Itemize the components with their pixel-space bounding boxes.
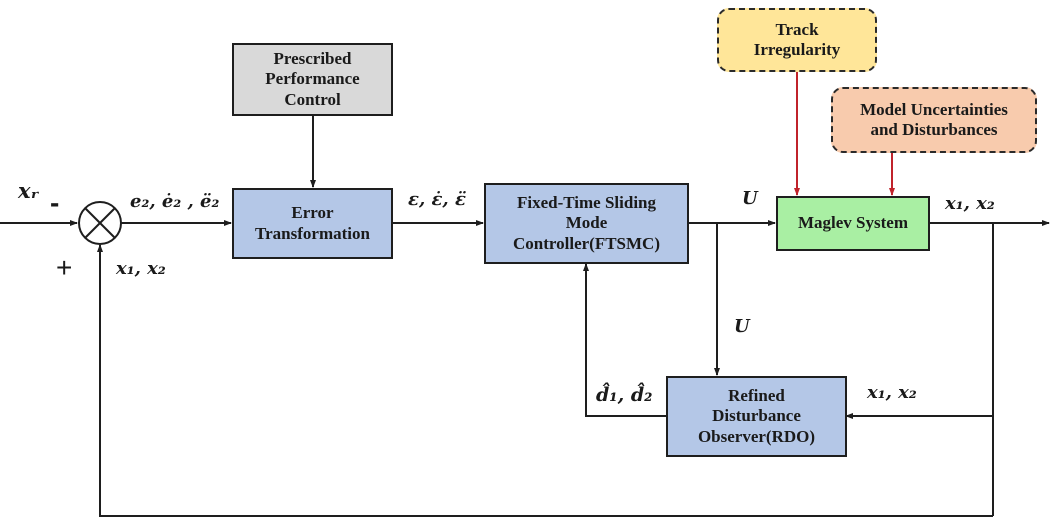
feedback-sum-label: x₁, x₂ [116, 258, 166, 279]
disturbance-estimate-label: d̂₁, d̂₂ [596, 384, 653, 406]
error-transformation-label: Error Transformation [255, 203, 370, 243]
error-transformation-block: Error Transformation [232, 188, 393, 259]
control-signal-label: U [742, 188, 758, 209]
ppc-label: Prescribed Performance Control [265, 49, 360, 109]
reference-signal-label: xᵣ [18, 178, 40, 203]
epsilon-signal-label: ε, ε̇, ε̈ [408, 189, 466, 210]
maglev-system-label: Maglev System [797, 213, 908, 233]
track-irregularity-block: Track Irregularity [717, 8, 877, 72]
track-irregularity-label: Track Irregularity [753, 19, 841, 59]
rdo-block: Refined Disturbance Observer(RDO) [666, 376, 847, 457]
ftsmc-label: Fixed-Time Sliding Mode Controller(FTSMC… [513, 193, 660, 253]
ftsmc-block: Fixed-Time Sliding Mode Controller(FTSMC… [484, 183, 689, 264]
maglev-system-block: Maglev System [776, 196, 930, 251]
disturbance-estimate-line [583, 263, 666, 417]
rdo-label: Refined Disturbance Observer(RDO) [697, 386, 816, 446]
plus-sign: + [56, 252, 73, 283]
minus-sign: - [50, 187, 60, 218]
error-signal-label: e₂, ė₂ , ë₂ [130, 191, 220, 212]
control-branch-label: U [734, 316, 750, 337]
model-uncertainties-block: Model Uncertainties and Disturbances [831, 87, 1037, 153]
output-signal-label: x₁, x₂ [945, 193, 995, 214]
ppc-block: Prescribed Performance Control [232, 43, 393, 116]
rdo-input-label: x₁, x₂ [867, 382, 917, 403]
model-uncertainties-label: Model Uncertainties and Disturbances [860, 99, 1008, 139]
feedback-line [97, 244, 993, 517]
